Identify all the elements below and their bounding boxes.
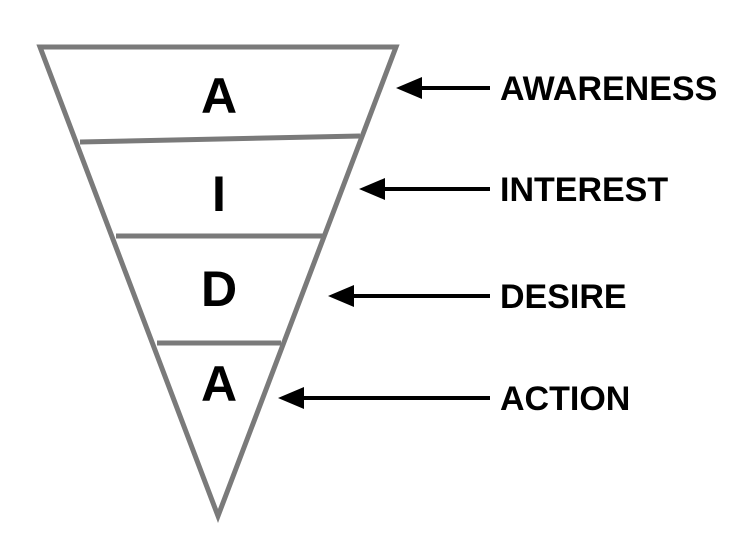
stage-interest: I INTEREST [212, 166, 668, 222]
stage-action: A ACTION [201, 356, 630, 418]
stage-awareness: A AWARENESS [201, 68, 717, 124]
stage-label: AWARENESS [500, 70, 717, 108]
stage-letter: D [201, 261, 237, 317]
left-arrow-icon [396, 77, 490, 99]
left-arrow-icon [328, 285, 490, 307]
stage-letter: I [212, 166, 226, 222]
stage-letter: A [201, 68, 237, 124]
left-arrow-icon [359, 178, 490, 200]
stage-letter: A [201, 356, 237, 412]
stage-label: INTEREST [500, 171, 668, 209]
stage-label: DESIRE [500, 278, 627, 316]
funnel-outline [36, 44, 400, 524]
stage-label: ACTION [500, 380, 630, 418]
left-arrow-icon [278, 387, 490, 409]
stage-desire: D DESIRE [201, 261, 627, 317]
funnel-divider-1 [79, 133, 361, 145]
